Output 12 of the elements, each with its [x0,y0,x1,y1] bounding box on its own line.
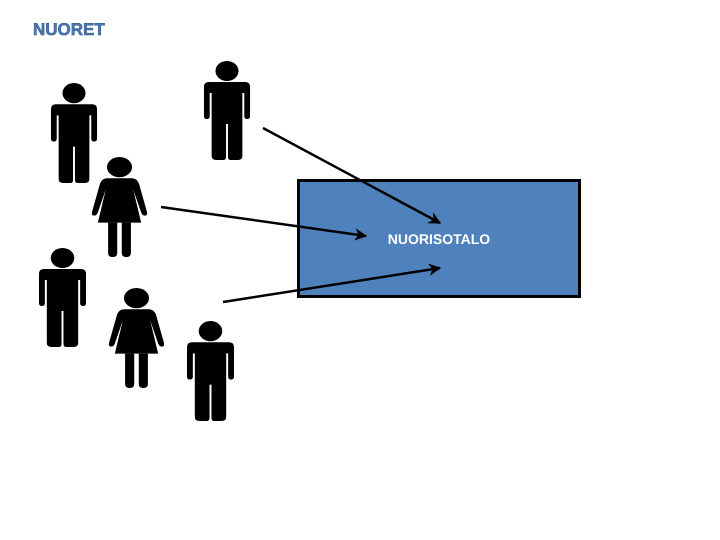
man-icon [186,320,235,421]
arrow [262,126,442,224]
process-box [297,179,581,298]
arrow [160,206,368,241]
man-icon [38,247,87,347]
man-icon [50,82,98,183]
title: NUORET [33,20,105,40]
woman-icon [91,156,148,257]
arrow [222,264,442,304]
man-icon [203,60,251,160]
woman-icon [108,287,165,388]
box-label: NUORISOTALO [386,230,492,246]
